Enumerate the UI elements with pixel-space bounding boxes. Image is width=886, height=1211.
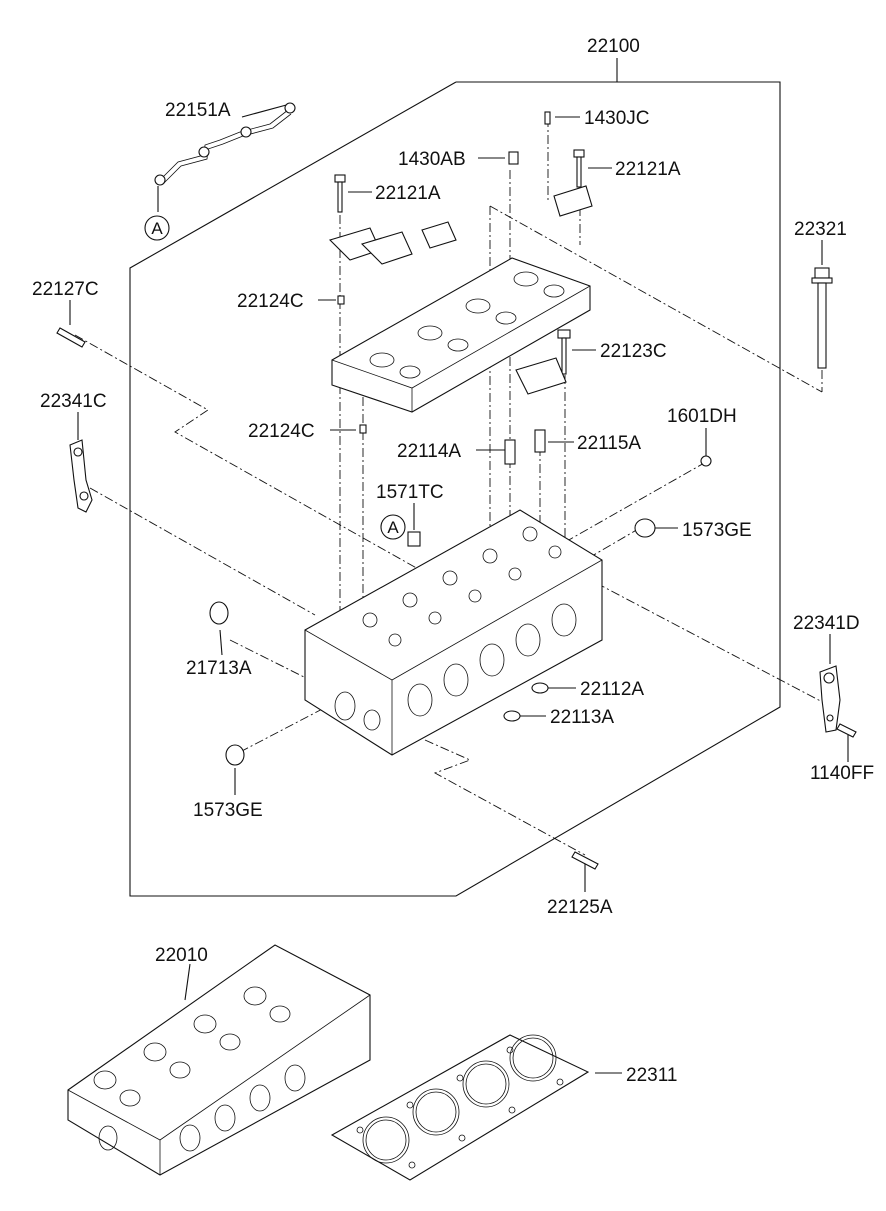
label-1430jc: 1430JC (584, 108, 650, 129)
cylinder-head-assembly (67, 944, 371, 1176)
label-22341c: 22341C (40, 391, 107, 412)
label-22112a: 22112A (580, 679, 644, 700)
cylinder-head (304, 509, 603, 756)
label-22010: 22010 (155, 945, 208, 966)
label-22113a: 22113A (550, 707, 614, 728)
part-labels: 22100 22151A 1430JC 1430AB 22121A 22121A… (32, 36, 874, 1086)
camshaft-carrier (331, 257, 591, 413)
label-22121a-left: 22121A (375, 183, 441, 204)
label-1571tc: 1571TC (376, 482, 444, 503)
label-22123c: 22123C (600, 341, 667, 362)
leader-lines (69, 103, 849, 1074)
lifting-bracket-right (819, 665, 841, 733)
label-22124c-upper: 22124C (237, 291, 304, 312)
callout-a-top: A (144, 215, 170, 241)
label-22100: 22100 (587, 36, 640, 57)
bearing-caps (328, 185, 593, 395)
label-22114a: 22114A (397, 441, 461, 462)
label-21713a: 21713A (186, 658, 252, 679)
label-22121a-top: 22121A (615, 159, 681, 180)
assembly-boundary (129, 58, 781, 897)
label-22311: 22311 (626, 1065, 677, 1086)
label-22321: 22321 (794, 219, 847, 240)
label-22127c: 22127C (32, 279, 99, 300)
label-1573ge-left: 1573GE (193, 800, 263, 821)
label-22125a: 22125A (547, 897, 613, 918)
label-22341d: 22341D (793, 613, 860, 634)
callout-a-letter: A (387, 518, 399, 537)
label-1601dh: 1601DH (667, 406, 737, 427)
label-22124c-lower: 22124C (248, 421, 315, 442)
label-1140ff: 1140FF (810, 763, 874, 784)
label-22151a: 22151A (165, 100, 231, 121)
callout-a-letter: A (151, 219, 163, 238)
callout-a-middle: A (380, 514, 406, 540)
label-22115a: 22115A (577, 433, 641, 454)
label-1430ab: 1430AB (398, 149, 466, 170)
head-gasket (330, 1034, 590, 1181)
bolt-parts (56, 111, 857, 870)
wire-harness-part (154, 102, 296, 212)
label-1573ge-right: 1573GE (682, 520, 752, 541)
lifting-bracket-left (69, 439, 93, 513)
